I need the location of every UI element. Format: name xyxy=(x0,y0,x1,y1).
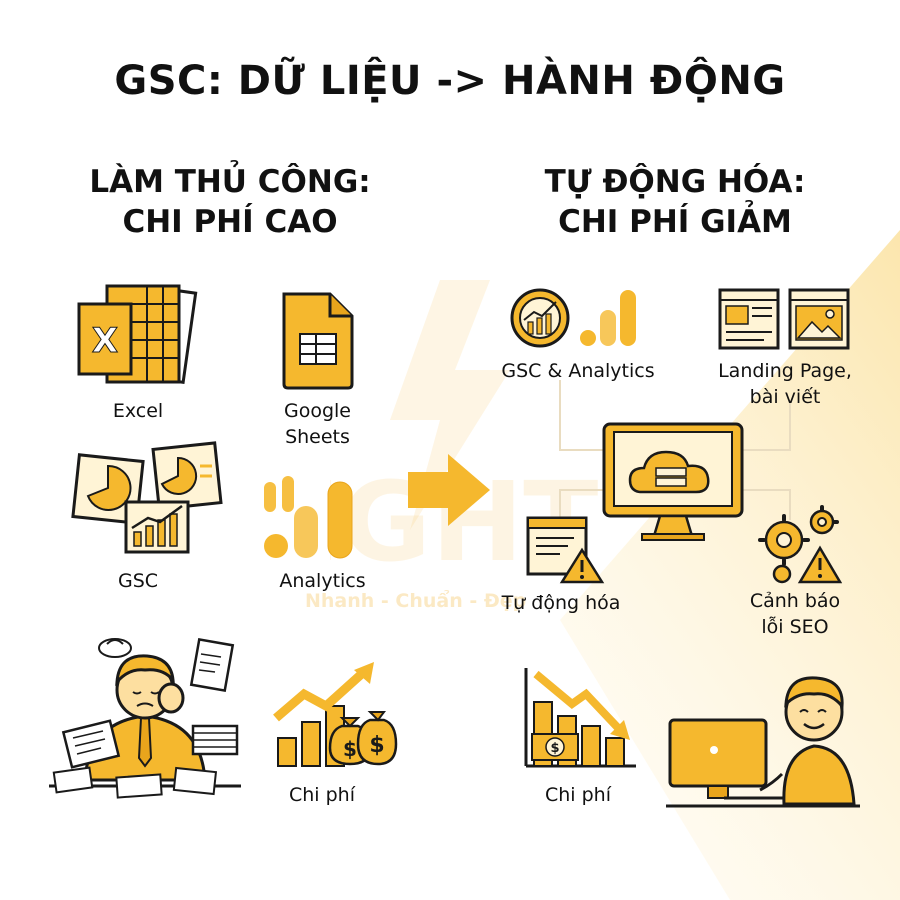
right-heading-line1: TỰ ĐỘNG HÓA: xyxy=(544,164,806,200)
landing-page-label-line1: Landing Page, xyxy=(718,360,852,382)
gsc-analytics-label: GSC & Analytics xyxy=(501,360,655,382)
automation-label: Tự động hóa xyxy=(501,592,621,614)
happy-worker-icon xyxy=(666,676,860,808)
stressed-worker-icon xyxy=(49,637,241,799)
left-heading: LÀM THỦ CÔNG: CHI PHÍ CAO xyxy=(40,162,420,242)
seo-alert-label: Cảnh báo lỗi SEO xyxy=(730,588,860,640)
transition-arrow-icon xyxy=(408,454,490,526)
left-heading-line2: CHI PHÍ CAO xyxy=(122,204,338,240)
analytics-label: Analytics xyxy=(279,570,366,592)
gsc-analytics-icon xyxy=(510,288,636,348)
right-heading-line2: CHI PHÍ GIẢM xyxy=(558,204,792,240)
excel-icon: X xyxy=(77,284,198,385)
google-sheets-label: Google Sheets xyxy=(255,398,380,450)
google-sheets-label-line1: Google xyxy=(283,400,351,422)
page-title: GSC: DỮ LIỆU -> HÀNH ĐỘNG xyxy=(114,58,786,104)
left-heading-line1: LÀM THỦ CÔNG: xyxy=(89,164,371,200)
seo-alert-label-line2: lỗi SEO xyxy=(761,616,829,638)
excel-label: Excel xyxy=(112,400,164,422)
automation-window-icon xyxy=(526,516,605,584)
right-heading: TỰ ĐỘNG HÓA: CHI PHÍ GIẢM xyxy=(485,162,865,242)
landing-page-icon xyxy=(718,288,850,350)
landing-page-label: Landing Page, bài viết xyxy=(700,358,870,410)
gsc-report-icon xyxy=(71,441,223,554)
seo-alert-gears-icon xyxy=(758,505,842,584)
analytics-icon xyxy=(264,476,353,559)
svg-text:X: X xyxy=(92,321,118,361)
left-cost-label: Chi phí xyxy=(288,784,355,806)
seo-alert-label-line1: Cảnh báo xyxy=(749,590,841,612)
right-cost-label: Chi phí xyxy=(544,784,611,806)
google-sheets-label-line2: Sheets xyxy=(285,426,350,448)
landing-page-label-line2: bài viết xyxy=(749,386,821,408)
gsc-label: GSC xyxy=(117,570,159,592)
watermark-tagline: Nhanh - Chuẩn - Đẹp xyxy=(305,590,527,612)
cloud-server-monitor-icon xyxy=(602,422,744,541)
svg-text:$: $ xyxy=(369,733,384,758)
svg-text:$: $ xyxy=(343,737,357,761)
falling-cost-icon: $ xyxy=(524,668,636,768)
google-sheets-icon xyxy=(282,292,354,390)
rising-cost-icon: $ $ xyxy=(273,662,398,767)
svg-text:$: $ xyxy=(550,741,559,756)
